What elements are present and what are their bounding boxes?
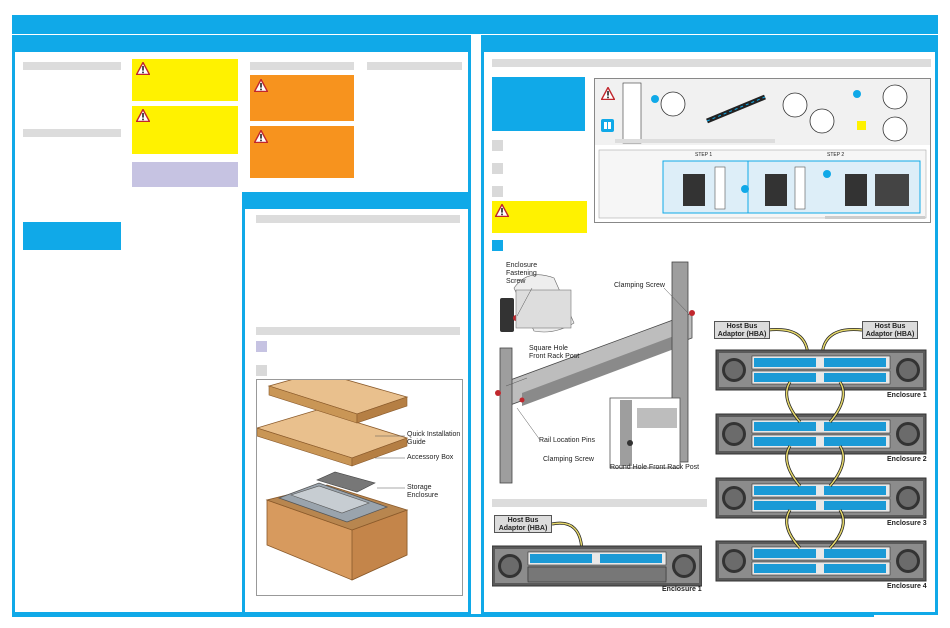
storage-enclosure-label: Storage Enclosure: [407, 484, 439, 499]
section-heading-bar: [23, 62, 121, 70]
rail-kit-figure: STEP 1 STEP 2: [594, 78, 931, 223]
caution-callout: [250, 75, 354, 121]
multi-cabling-illustration: [715, 328, 927, 582]
warning-callout: [132, 59, 238, 101]
warning-triangle-icon: [136, 62, 150, 75]
multi-cabling-diagram: Host Bus Adaptor (HBA) Host Bus Adaptor …: [710, 318, 932, 593]
hba-box-right: Host Bus Adaptor (HBA): [862, 321, 918, 339]
enclosure-1-label: Enclosure 1: [662, 586, 702, 593]
clamping-screw-top-label: Clamping Screw: [614, 282, 665, 289]
single-cabling-illustration: [491, 521, 703, 587]
warning-callout: [492, 201, 587, 233]
clamping-screw-bottom-label: Clamping Screw: [543, 456, 594, 463]
step-marker: [256, 341, 267, 352]
enclosure-4-label: Enclosure 4: [887, 583, 927, 590]
quick-guide-label: Quick Installation Guide: [407, 431, 461, 446]
section-heading-bar: [23, 129, 121, 137]
step-marker: [256, 365, 267, 376]
section-title-box: [492, 77, 585, 131]
step-marker: [492, 240, 503, 251]
rail-pins-label: Rail Location Pins: [539, 437, 596, 444]
fastening-screw-label: Enclosure Fastening Screw: [506, 262, 538, 285]
warning-triangle-icon: [254, 79, 268, 92]
accessory-box-label: Accessory Box: [407, 454, 454, 461]
note-callout: [132, 162, 238, 187]
round-hole-label: Round Hole Front Rack Post: [610, 464, 700, 471]
step-marker: [492, 186, 503, 197]
warning-triangle-icon: [495, 204, 509, 217]
box-diagram: Quick Installation Guide Accessory Box S…: [255, 371, 463, 596]
top-title-bar: [12, 15, 938, 34]
section-heading-bar: [256, 215, 460, 223]
section-heading-bar: [492, 499, 707, 507]
section-heading-bar: [367, 62, 462, 70]
rail-illustration: [495, 261, 695, 484]
hba-box: Host Bus Adaptor (HBA): [494, 515, 552, 533]
enclosure-2-label: Enclosure 2: [887, 456, 927, 463]
step-marker: [492, 163, 503, 174]
single-cabling-diagram: Host Bus Adaptor (HBA) Enclosure 1: [491, 512, 703, 596]
step1-label: STEP 1: [695, 152, 713, 158]
unpacking-panel-header: [245, 195, 468, 209]
step2-label: STEP 2: [827, 152, 845, 158]
right-panel: STEP 1 STEP 2 Enclosure Fastening Screw: [481, 35, 938, 615]
hba-box-left: Host Bus Adaptor (HBA): [714, 321, 770, 339]
warning-triangle-icon: [254, 130, 268, 143]
caution-callout: [250, 126, 354, 178]
left-panel-header: [15, 38, 468, 52]
warning-triangle-icon: [136, 109, 150, 122]
enclosure-3-label: Enclosure 3: [887, 520, 927, 527]
section-heading-bar: [256, 327, 460, 335]
unpacking-panel: Quick Installation Guide Accessory Box S…: [242, 192, 471, 615]
info-callout-box: [23, 222, 121, 250]
section-heading-bar: [250, 62, 354, 70]
square-hole-label: Square Hole Front Rack Post: [529, 345, 580, 360]
right-panel-header: [484, 38, 935, 52]
rail-kit-illustration: [595, 79, 930, 219]
section-heading-bar: [492, 59, 931, 67]
unpacking-illustration: [255, 371, 409, 581]
warning-callout: [132, 106, 238, 154]
rail-mounting-diagram: Enclosure Fastening Screw Clamping Screw…: [492, 258, 707, 503]
bottom-rule: [12, 614, 874, 617]
enclosure-1-label: Enclosure 1: [887, 392, 927, 399]
step-marker: [492, 140, 503, 151]
